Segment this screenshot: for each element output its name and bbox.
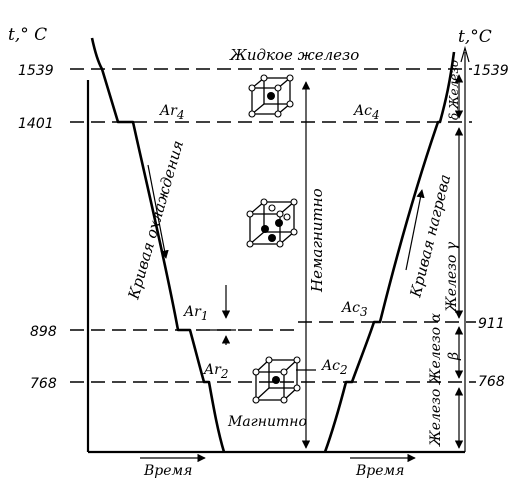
ar4-label: Ar4	[158, 103, 184, 122]
delta-iron-label: δ Железо	[447, 60, 461, 120]
temp-left-1401: 1401	[18, 116, 54, 132]
right-axis-arrow	[460, 45, 470, 63]
time-right-label: Время	[355, 463, 404, 479]
left-axis-title: t,° C	[8, 25, 47, 45]
temp-right-768: 768	[478, 374, 505, 390]
ac2-label: Ac2	[320, 358, 348, 377]
temp-right-1539: 1539	[473, 63, 509, 79]
nonmagnetic-label: Немагнитно	[308, 188, 326, 293]
liquid-iron-label: Жидкое железо	[229, 46, 359, 64]
bcc-cell-icon	[248, 74, 294, 118]
bcc-cell-icon	[252, 356, 301, 404]
cooling-direction-arrow	[147, 164, 169, 259]
ar2-label: Ar2	[202, 362, 228, 381]
temp-right-911: 911	[478, 316, 505, 332]
ac3-label: Ac3	[340, 300, 368, 319]
gamma-iron-label: Железо γ	[444, 241, 460, 313]
beta-iron-label: β	[446, 352, 462, 361]
fcc-cell-icon	[246, 198, 298, 248]
ar1-label: Ar1	[182, 304, 208, 323]
heating-curve-line	[323, 51, 456, 453]
temp-left-1539: 1539	[18, 63, 54, 79]
cooling-curve-label: Кривая охлаждения	[124, 138, 187, 302]
ac4-label: Ac4	[352, 103, 380, 122]
temp-left-768: 768	[30, 376, 57, 392]
magnetic-label: Магнитно	[227, 414, 307, 430]
time-left-label: Время	[143, 463, 192, 479]
cooling-curve-line	[90, 37, 226, 453]
right-axis-title: t,°C	[458, 27, 492, 47]
temp-left-898: 898	[30, 324, 57, 340]
alpha-iron-label: Железо Железо α	[428, 313, 444, 447]
heating-direction-arrow	[405, 189, 425, 271]
